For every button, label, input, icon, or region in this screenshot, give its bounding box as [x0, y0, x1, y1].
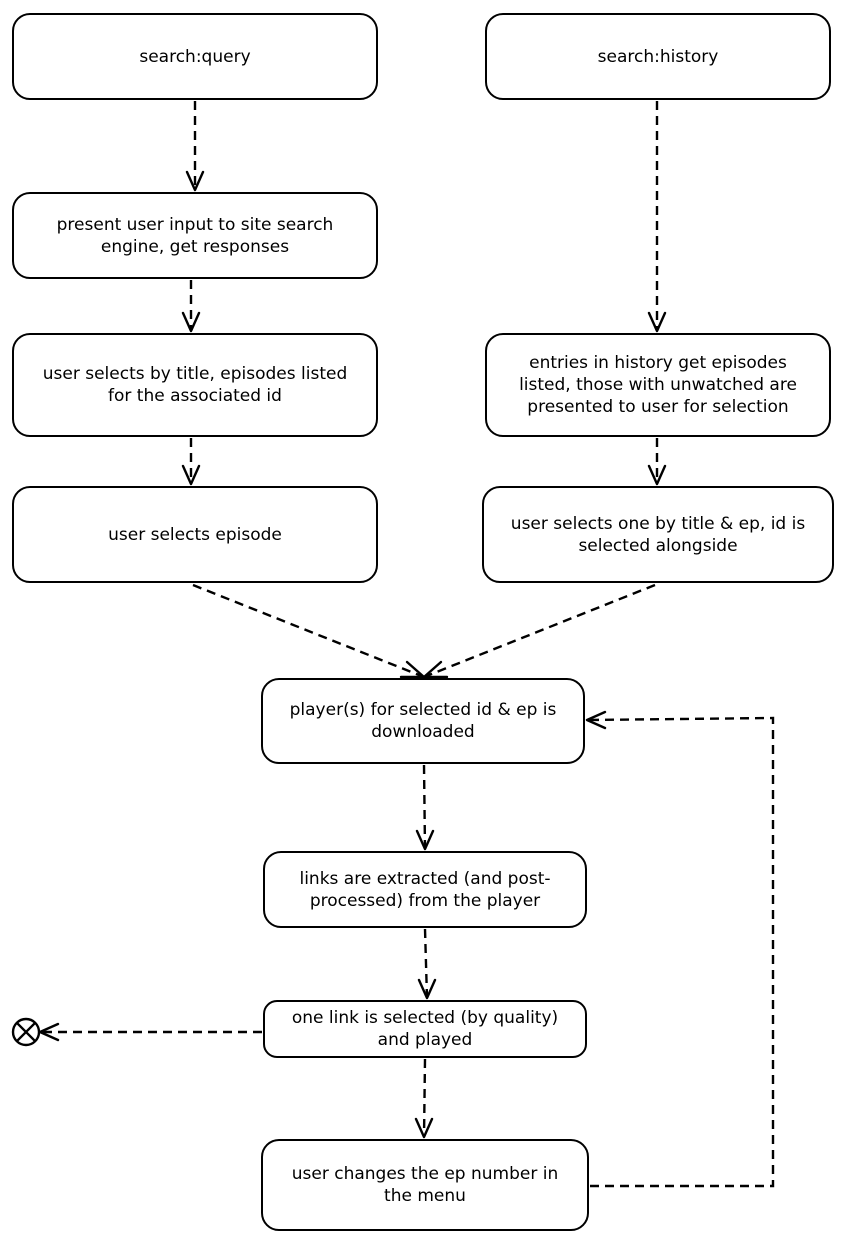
- node-select-episode: user selects episode: [12, 486, 378, 583]
- node-select-title: user selects by title, episodes listed f…: [12, 333, 378, 437]
- node-link-selected: one link is selected (by quality) and pl…: [263, 1000, 587, 1058]
- edge-change-ep-loop-to-player: [585, 710, 775, 1188]
- node-history-entries: entries in history get episodes listed, …: [485, 333, 831, 437]
- edge-link-selected-to-change-ep: [414, 1058, 434, 1139]
- node-present-input: present user input to site search engine…: [12, 192, 378, 279]
- node-search-history: search:history: [485, 13, 831, 100]
- edge-search-history-to-history-entries: [647, 101, 667, 333]
- edge-link-selected-to-final-state: [38, 1022, 262, 1042]
- node-change-ep: user changes the ep number in the menu: [261, 1139, 589, 1231]
- edge-player-to-links-extracted: [415, 764, 435, 851]
- edge-present-input-to-select-title: [181, 280, 201, 333]
- edge-select-title-to-select-episode: [181, 438, 201, 486]
- node-player-downloaded: player(s) for selected id & ep is downlo…: [261, 678, 585, 764]
- edge-select-title-ep-to-player: [422, 583, 656, 679]
- node-links-extracted: links are extracted (and post- processed…: [263, 851, 587, 928]
- node-search-query: search:query: [12, 13, 378, 100]
- edge-links-extracted-to-link-selected: [417, 928, 437, 1000]
- node-select-title-ep: user selects one by title & ep, id is se…: [482, 486, 834, 583]
- edge-history-entries-to-select-title-ep: [647, 438, 667, 486]
- edge-search-query-to-present-input: [185, 101, 205, 192]
- final-state-icon: [11, 1017, 41, 1047]
- edge-select-episode-to-player: [192, 583, 426, 679]
